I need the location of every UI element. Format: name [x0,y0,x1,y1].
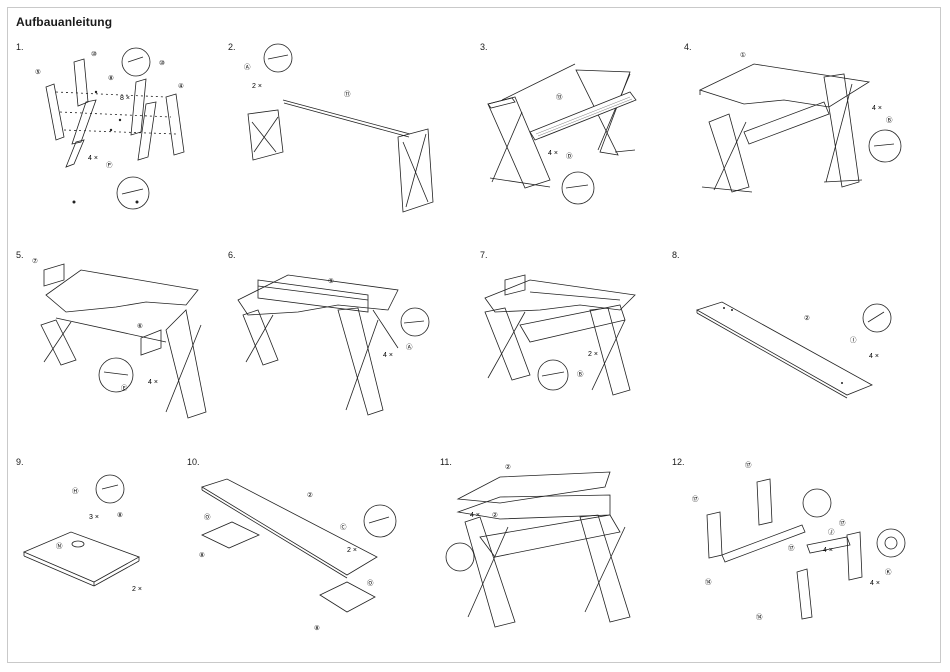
step-9-illustration: Ⓗ 3 × Ⓝ ⑧ 2 × [22,474,142,593]
step-number: 7. [480,250,488,260]
part-label: Ⓒ [340,523,347,531]
quantity-label: 8 × [120,95,130,102]
part-label: Ⓙ [828,528,835,536]
step-7: 7. 2 × Ⓑ [480,250,705,455]
step-1-illustration: ⑩ ⑧ 8 × ⑩ ⑤ ④ 4 × Ⓟ [35,47,185,210]
step-3: 3. ⑬ 4 × Ⓓ [480,42,705,247]
step-11-illustration: ② 4 × ② [445,463,631,628]
step-number: 9. [16,457,24,467]
part-label: ⑥ [137,322,143,330]
part-label: Ⓑ [886,116,893,124]
part-label: ② [804,314,810,322]
step-5: 5. ⑦ ⑥ 4 × Ⓔ [16,250,241,455]
quantity-label: 3 × [89,514,99,521]
part-label: ⑰ [745,461,752,469]
step-10-illustration: ② Ⓞ ⑧ Ⓒ 2 × Ⓞ ⑧ [199,478,397,632]
step-number: 2. [228,42,236,52]
part-label: Ⓘ [850,336,857,344]
step-3-illustration: ⑬ 4 × Ⓓ [487,63,637,205]
quantity-label: 4 × [872,105,882,112]
quantity-label: 2 × [252,83,262,90]
part-label: ⑩ [159,59,165,67]
step-number: 12. [672,457,685,467]
step-2-illustration: Ⓐ 2 × ⑪ [244,43,434,213]
step-7-illustration: 2 × Ⓑ [484,274,636,396]
part-label: ⑦ [32,257,38,265]
quantity-label: 2 × [132,586,142,593]
part-label: Ⓗ [72,487,79,495]
quantity-label: 4 × [470,512,480,519]
step-8: 8. ② Ⓘ 4 × [672,250,897,455]
step-number: 3. [480,42,488,52]
step-number: 5. [16,250,24,260]
step-6: 6. ⑨ Ⓐ 4 × [228,250,453,455]
step-number: 10. [187,457,200,467]
part-label: Ⓐ [406,343,413,351]
part-label: ② [505,463,511,471]
step-2: 2. Ⓐ 2 × ⑪ [228,42,453,247]
step-8-illustration: ② Ⓘ 4 × [696,301,892,399]
step-12-illustration: ⑰ ⑰ ⑰ ⑰ ⑭ ⑭ Ⓙ 4 × Ⓚ 4 × [692,461,906,621]
step-number: 4. [684,42,692,52]
step-9: 9. Ⓗ 3 × Ⓝ ⑧ 2 × [16,457,241,662]
step-4-illustration: ① 4 × Ⓑ [698,51,902,193]
part-label: Ⓞ [367,579,374,587]
part-label: Ⓑ [577,370,584,378]
part-label: Ⓐ [244,63,251,71]
step-12: 12. ⑰ ⑰ ⑰ ⑰ ⑭ ⑭ Ⓙ 4 × Ⓚ 4 × [672,457,906,662]
part-label: ⑭ [756,613,763,621]
part-label: ⑪ [344,90,351,98]
quantity-label: 4 × [869,353,879,360]
step-number: 6. [228,250,236,260]
quantity-label: 2 × [588,351,598,358]
part-label: ⑰ [839,519,846,527]
part-label: ⑭ [705,578,712,586]
step-6-illustration: ⑨ Ⓐ 4 × [237,274,430,416]
part-label: ② [492,511,498,519]
step-4: 4. ① 4 × Ⓑ [684,42,909,247]
part-label: Ⓝ [56,542,63,550]
part-label: Ⓓ [566,152,573,160]
step-11: 11. ② 4 × ② [440,457,665,662]
part-label: ⑧ [199,551,205,559]
part-label: ④ [178,82,184,90]
step-5-illustration: ⑦ ⑥ 4 × Ⓔ [32,257,207,419]
part-label: ⑩ [91,50,97,58]
part-label: Ⓞ [204,513,211,521]
part-label: ⑧ [117,511,123,519]
step-number: 11. [440,457,452,467]
part-label: ⑰ [788,544,795,552]
part-label: ① [740,51,746,59]
quantity-label: 4 × [88,155,98,162]
document-title: Aufbauanleitung [16,15,113,29]
part-label: ⑤ [35,68,41,76]
quantity-label: 4 × [823,547,833,554]
part-label: ⑨ [328,277,334,285]
quantity-label: 4 × [870,580,880,587]
quantity-label: 4 × [148,379,158,386]
quantity-label: 2 × [347,547,357,554]
part-label: Ⓔ [121,384,128,392]
step-number: 1. [16,42,24,52]
part-label: ⑧ [108,74,114,82]
part-label: ⑰ [692,495,699,503]
part-label: ⑬ [556,93,563,101]
part-label: ⑧ [314,624,320,632]
step-10: 10. ② Ⓞ ⑧ Ⓒ 2 × Ⓞ ⑧ [187,457,412,662]
step-number: 8. [672,250,680,260]
part-label: Ⓟ [106,161,113,169]
part-label: ② [307,491,313,499]
quantity-label: 4 × [383,352,393,359]
step-1: 1. ⑩ ⑧ 8 × ⑩ ⑤ [16,42,241,247]
quantity-label: 4 × [548,150,558,157]
part-label: Ⓚ [885,568,892,576]
